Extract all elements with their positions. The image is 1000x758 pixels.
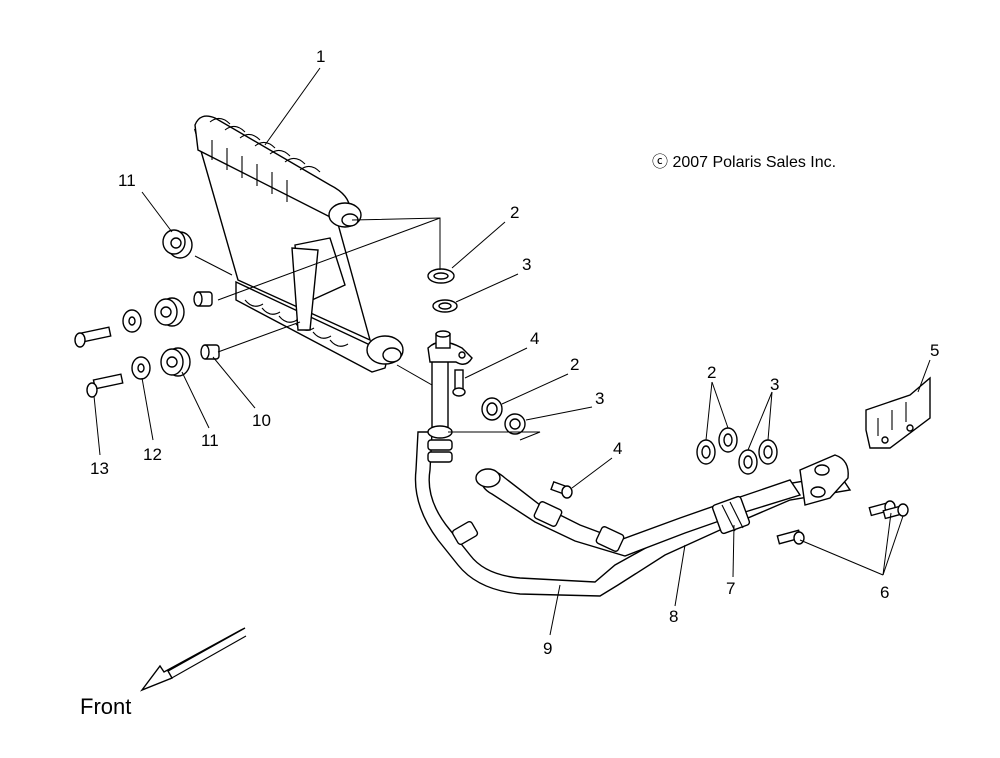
front-label: Front — [80, 694, 131, 719]
callout-13: 13 — [90, 459, 109, 478]
callout-3b: 3 — [595, 389, 604, 408]
upper-fitting-tube[interactable] — [427, 330, 473, 431]
callout-1: 1 — [316, 47, 325, 66]
callout-7: 7 — [726, 579, 735, 598]
hose-clamp[interactable] — [711, 495, 751, 535]
oil-cooler[interactable] — [193, 115, 404, 373]
callout-6: 6 — [880, 583, 889, 602]
callout-2c: 2 — [707, 363, 716, 382]
callout-10: 10 — [252, 411, 271, 430]
seal-ring-upper[interactable] — [432, 299, 458, 313]
washer-upper[interactable] — [122, 309, 142, 333]
screw-hose[interactable] — [550, 480, 573, 499]
callout-8: 8 — [669, 607, 678, 626]
o-ring-right-2[interactable] — [718, 427, 738, 453]
grommet-middle[interactable] — [154, 297, 185, 327]
spacer-lower[interactable] — [200, 344, 220, 360]
callout-4b: 4 — [613, 439, 622, 458]
callout-9: 9 — [543, 639, 552, 658]
hose-feed[interactable] — [414, 425, 852, 597]
seal-ring-right-2[interactable] — [758, 439, 778, 465]
callout-11b: 11 — [201, 431, 219, 450]
copyright-text: ⓒ 2007 Polaris Sales Inc. — [652, 153, 836, 171]
seal-ring-mid[interactable] — [504, 413, 526, 435]
o-ring-mid[interactable] — [481, 397, 503, 421]
mounting-plate[interactable] — [865, 376, 931, 449]
washer-lower[interactable] — [131, 356, 151, 380]
flange-fitting[interactable] — [799, 454, 849, 506]
callout-11a: 11 — [118, 171, 136, 190]
callout-12: 12 — [143, 445, 162, 464]
spacer-upper[interactable] — [193, 291, 213, 307]
bolt-upper[interactable] — [74, 326, 112, 348]
callout-2a: 2 — [510, 203, 519, 222]
screw-upper[interactable] — [452, 369, 466, 397]
o-ring-upper[interactable] — [427, 268, 455, 284]
bolt-right-3[interactable] — [776, 529, 805, 545]
o-ring-right-1[interactable] — [696, 439, 716, 465]
callout-3c: 3 — [770, 375, 779, 394]
grommet-upper[interactable] — [162, 229, 193, 259]
front-arrow-icon — [139, 627, 247, 692]
callout-3a: 3 — [522, 255, 531, 274]
grommet-lower[interactable] — [160, 347, 191, 377]
callout-5: 5 — [930, 341, 939, 360]
bolt-lower[interactable] — [86, 373, 124, 398]
seal-ring-right-1[interactable] — [738, 449, 758, 475]
callout-2b: 2 — [570, 355, 579, 374]
callout-4a: 4 — [530, 329, 539, 348]
leader-lines — [93, 67, 931, 636]
